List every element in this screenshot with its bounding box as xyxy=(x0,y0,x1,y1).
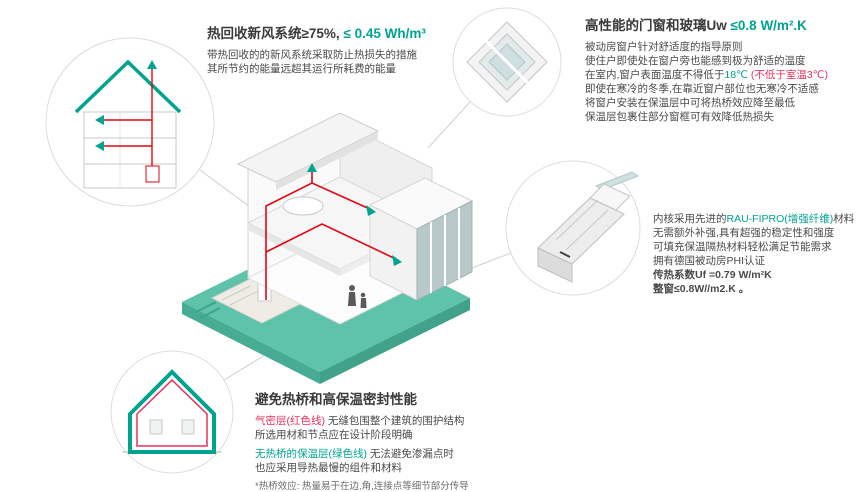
airtight-layer-label: 气密层(红色线) xyxy=(255,415,325,427)
insulation-green-line xyxy=(128,369,216,454)
bridge-line-3-text: 无法避免渗漏点时 xyxy=(367,448,454,460)
roof-insulation-line xyxy=(74,59,182,114)
ventilation-duct-lines xyxy=(100,66,153,182)
windows-line-3: 在室内,窗户表面温度不得低于18℃ (不低于室温3℃) xyxy=(585,68,865,82)
thermal-bridge-title: 避免热桥和高保温密封性能 xyxy=(255,392,417,407)
material-line-3: 可填充保温隔热材料轻松满足节能需求 xyxy=(653,241,832,253)
bathtub xyxy=(282,196,324,216)
window-profile-detail-circle xyxy=(505,160,641,296)
windows-title-value: ≤0.8 W/m².K xyxy=(730,18,807,33)
windows-line-3-temp: 18℃ xyxy=(724,69,748,81)
material-line-1: 内核采用先进的RAU-FIPRO(增强纤维)材料 xyxy=(653,212,865,226)
bridge-line-3: 无热桥的保温层(绿色线) 无法避免渗漏点时 xyxy=(255,447,555,461)
right-wing xyxy=(368,177,474,301)
material-line-1-post: 材料 xyxy=(833,213,855,225)
windows-title: 高性能的门窗和玻璃Uw ≤0.8 W/m².K xyxy=(585,14,865,34)
main-house-illustration xyxy=(182,112,474,384)
material-line-4: 拥有德国被动房PHI认证 xyxy=(653,255,766,267)
heat-recovery-title: 热回收新风系统≥75%, ≤ 0.45 Wh/m³ xyxy=(207,22,455,42)
windows-line-6: 保温层包裹住部分窗框可有效降低热损失 xyxy=(585,111,774,123)
windows-line-4: 即使在寒冷的冬季,在靠近窗户部位也无寒冷不适感 xyxy=(585,83,819,95)
windows-line-5: 将窗户安装在保温层中可将热桥效应降至最低 xyxy=(585,97,795,109)
windows-line-3-text: 在室内,窗户表面温度不得低于 xyxy=(585,69,725,81)
material-line-1-pre: 内核采用先进的 xyxy=(653,213,727,225)
insulation-layer-label: 无热桥的保温层(绿色线) xyxy=(255,448,367,460)
windows-line-3-note: (不低于室温3℃) xyxy=(747,69,828,81)
people-figures xyxy=(348,285,367,308)
heat-recovery-title-value: ≤ 0.45 Wh/m³ xyxy=(339,26,426,41)
bridge-line-2: 所选用材和节点应在设计阶段明确 xyxy=(255,429,413,441)
airtight-red-line xyxy=(136,378,208,447)
gasket-line xyxy=(559,251,571,258)
heat-recovery-detail-circle xyxy=(45,37,215,207)
material-u-value: 传热系数Uf =0.79 W/m²K xyxy=(653,269,772,281)
section-window xyxy=(181,419,195,435)
heat-recovery-section: 热回收新风系统≥75%, ≤ 0.45 Wh/m³ 带热回收的的新风系统采取防止… xyxy=(207,22,455,76)
bridge-line-1: 气密层(红色线) 无缝包围整个建筑的围护结构 xyxy=(255,414,555,428)
frame-material-section: 内核采用先进的RAU-FIPRO(增强纤维)材料 无需额外补强,具有超强的稳定性… xyxy=(653,212,865,296)
airflow-arrows xyxy=(307,163,402,266)
material-whole-window-u-value: 整窗≤0.8W//m2.K 。 xyxy=(653,283,750,295)
windows-line-1: 被动房窗户针对舒适度的指导原则 xyxy=(585,41,743,53)
thermal-bridge-section: 避免热桥和高保温密封性能 气密层(红色线) 无缝包围整个建筑的围护结构 所选用材… xyxy=(255,388,555,492)
window-corner-detail-circle xyxy=(452,7,562,117)
material-line-1-brand: RAU-FIPRO(增强纤维) xyxy=(726,213,834,225)
heat-recovery-title-text: 热回收新风系统≥75%, xyxy=(207,26,340,41)
supply-air-arrows xyxy=(95,60,157,151)
windows-section: 高性能的门窗和玻璃Uw ≤0.8 W/m².K 被动房窗户针对舒适度的指导原则 … xyxy=(585,14,865,124)
material-line-2: 无需额外补强,具有超强的稳定性和强度 xyxy=(653,227,835,239)
bridge-line-1-text: 无缝包围整个建筑的围护结构 xyxy=(325,415,465,427)
thermal-bridge-detail-circle xyxy=(110,350,234,474)
section-window xyxy=(149,419,163,435)
thermal-bridge-footnote: *热桥效应: 热量易于在边,角,连接点等细节部分传导 xyxy=(255,481,469,492)
windows-title-text: 高性能的门窗和玻璃Uw xyxy=(585,18,731,33)
heat-recovery-line-1: 带热回收的的新风系统采取防止热损失的措施 xyxy=(207,49,417,61)
ground-steps xyxy=(195,301,221,319)
windows-line-2: 使住户即使处在窗户旁也能感到极为舒适的温度 xyxy=(585,55,806,67)
heat-recovery-unit xyxy=(145,165,160,183)
heat-recovery-line-2: 其所节约的能量远超其运行所耗费的能量 xyxy=(207,63,396,75)
roof-slab xyxy=(236,112,380,190)
bridge-line-4: 也应采用导热最慢的组件和材料 xyxy=(255,462,402,474)
